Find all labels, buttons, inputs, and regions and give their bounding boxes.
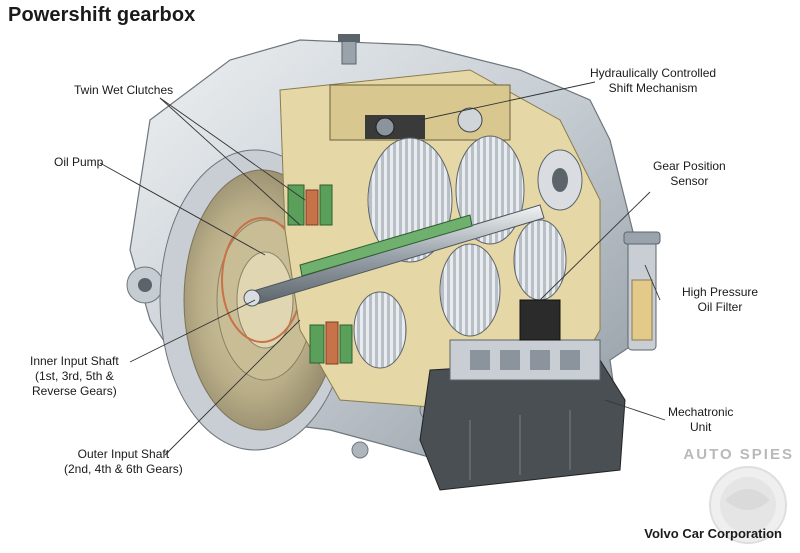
label-mechatronic-unit: Mechatronic Unit [668, 405, 734, 434]
label-gear-position-sensor: Gear Position Sensor [653, 159, 726, 188]
watermark-text: AUTO SPIES [683, 446, 794, 463]
label-high-pressure-oil-filter: High Pressure Oil Filter [682, 285, 759, 314]
leader-mechatronic [604, 399, 666, 421]
leader-lines [99, 81, 666, 456]
leader-sensor [539, 191, 651, 301]
input-shafts [243, 204, 545, 307]
page-title: Powershift gearbox [8, 4, 196, 26]
mechatronic-part [419, 299, 626, 491]
clutch-packs [287, 184, 353, 365]
oil-filter-part [623, 231, 661, 351]
label-outer-input-shaft: Outer Input Shaft (2nd, 4th & 6th Gears) [64, 447, 183, 476]
leader-twin-clutches [159, 97, 306, 201]
leader-outer-shaft [164, 319, 301, 456]
leader-shift [419, 81, 596, 121]
credit-text: Volvo Car Corporation [644, 526, 782, 541]
autospies-logo [709, 466, 787, 544]
label-twin-wet-clutches: Twin Wet Clutches [74, 83, 174, 97]
leader-twin-clutches-2 [159, 97, 301, 226]
label-shift-mechanism: Hydraulically Controlled Shift Mechanism [590, 66, 717, 95]
leader-filter [644, 264, 661, 301]
label-oil-pump: Oil Pump [54, 155, 104, 169]
leader-inner-shaft [129, 299, 256, 363]
label-inner-input-shaft: Inner Input Shaft (1st, 3rd, 5th & Rever… [30, 354, 119, 398]
leader-oil-pump [99, 162, 266, 256]
